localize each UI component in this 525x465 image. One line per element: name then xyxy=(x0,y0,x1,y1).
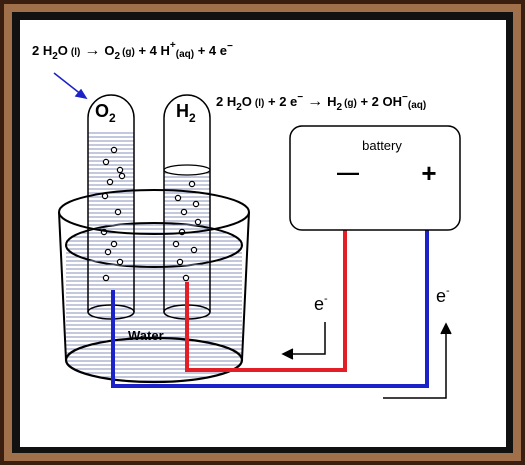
o2-bubbles xyxy=(100,146,126,282)
reduction-equation: 2 H2O(l) + 2 e−→H2(g) + 2 OH−(aq) xyxy=(216,92,426,113)
electron-label-right: e- xyxy=(436,285,450,306)
electron-arrow-right xyxy=(383,322,452,399)
red-wire xyxy=(185,194,347,372)
oxidation-equation: 2 H2O(l)→O2(g) + 4 H+(aq) + 4 e− xyxy=(32,40,233,62)
water-label: Water xyxy=(128,328,164,343)
electron-label-left: e- xyxy=(314,293,328,314)
battery-minus-terminal: — xyxy=(337,160,359,185)
blue-wire xyxy=(111,190,429,388)
h2-tube-label: H2 xyxy=(176,101,196,125)
beaker xyxy=(58,189,250,384)
battery-box xyxy=(289,125,461,231)
battery-plus-terminal: + xyxy=(421,158,436,188)
o2-tube-label: O2 xyxy=(95,101,116,125)
electron-arrow-left xyxy=(281,322,326,360)
battery-label: battery xyxy=(362,138,402,153)
equation-pointer-arrow xyxy=(53,72,88,100)
